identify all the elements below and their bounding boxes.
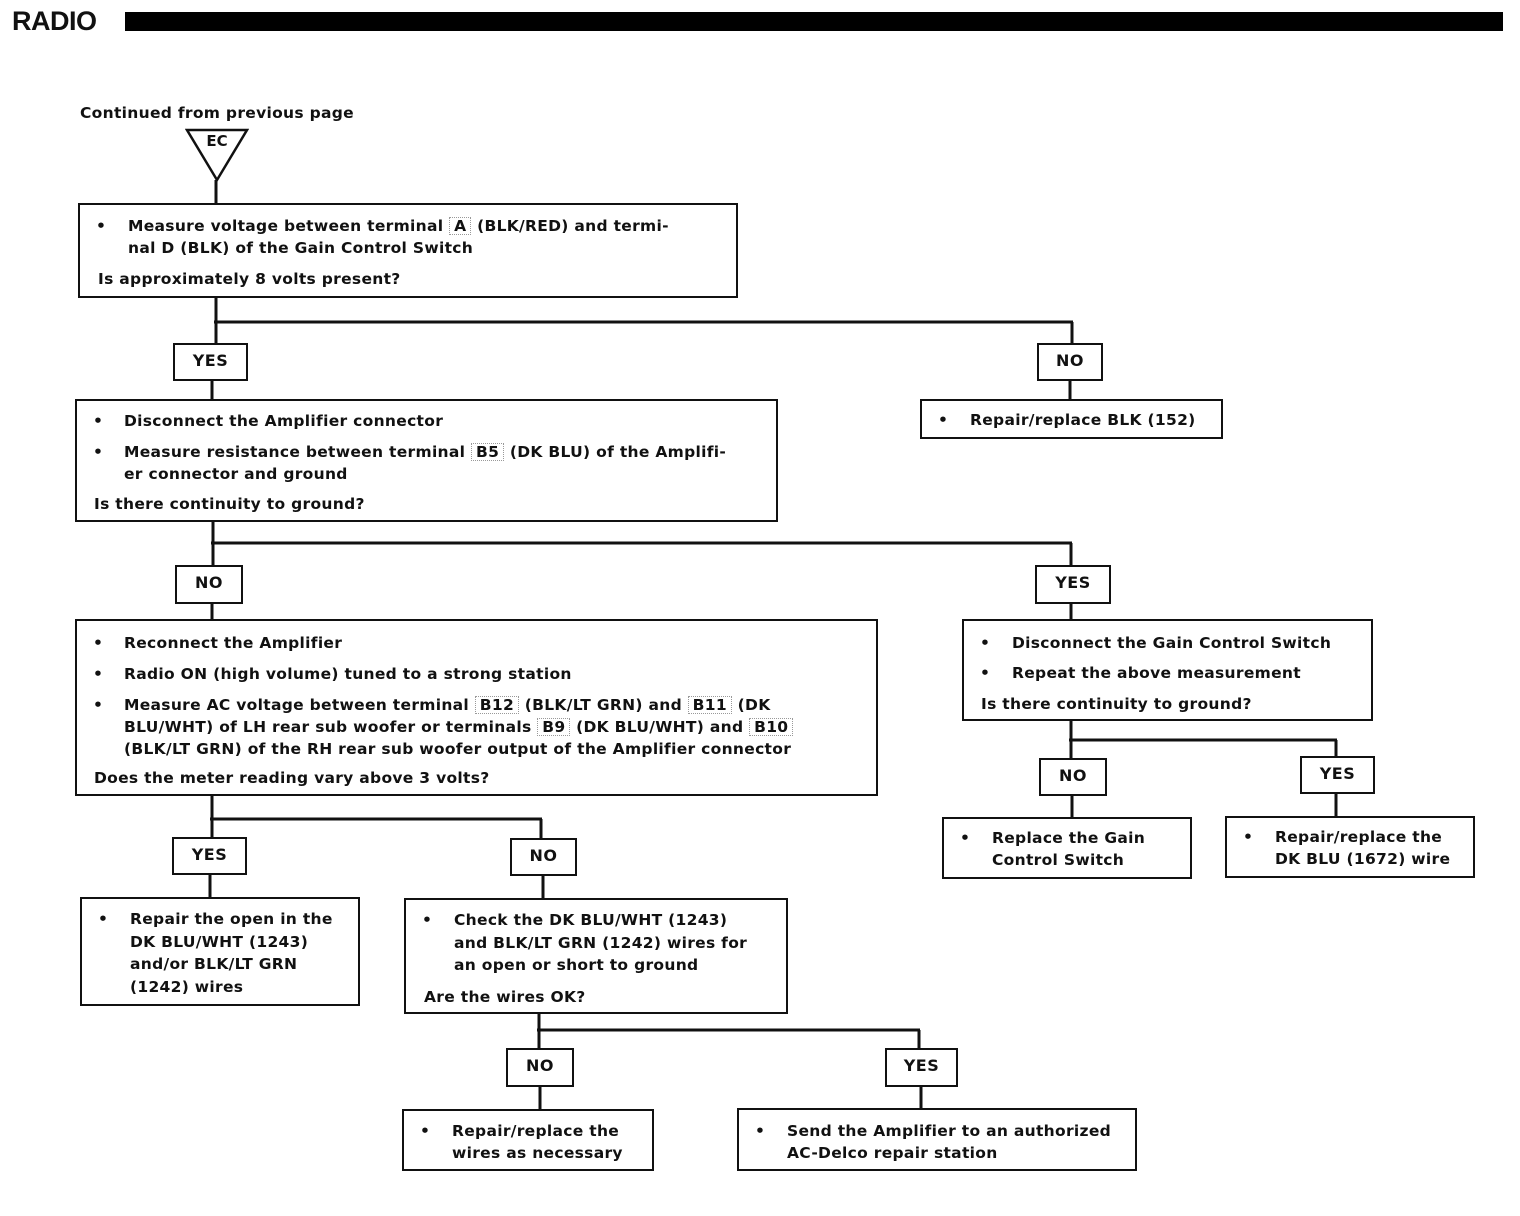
question: Are the wires OK? bbox=[424, 988, 586, 1006]
terminal-label: B11 bbox=[687, 696, 732, 714]
question: Is there continuity to ground? bbox=[981, 695, 1252, 713]
gain-switch-disconnect-box: • Disconnect the Gain Control Switch • R… bbox=[962, 619, 1373, 721]
terminal-label: A bbox=[449, 217, 472, 235]
answer-no: NO bbox=[1037, 343, 1103, 381]
answer-no: NO bbox=[510, 838, 577, 876]
header-bar bbox=[125, 12, 1503, 31]
continued-text: Continued from previous page bbox=[80, 104, 354, 122]
send-amplifier-box: • Send the Amplifier to an authorized AC… bbox=[737, 1108, 1137, 1171]
answer-yes: YES bbox=[172, 837, 247, 875]
amplifier-resistance-box: • Disconnect the Amplifier connector • M… bbox=[75, 399, 778, 522]
bullet: • bbox=[96, 217, 107, 235]
check-gain-switch-voltage-box: • Measure voltage between terminal A (BL… bbox=[78, 203, 738, 298]
repair-dk-blu-wire-box: • Repair/replace the DK BLU (1672) wire bbox=[1225, 816, 1475, 878]
terminal-label: B12 bbox=[474, 696, 520, 714]
repair-open-wires-box: • Repair the open in the DK BLU/WHT (124… bbox=[80, 897, 360, 1006]
check-wires-box: • Check the DK BLU/WHT (1243) and BLK/LT… bbox=[404, 898, 788, 1014]
terminal-label: B10 bbox=[749, 718, 794, 736]
repair-blk-box: • Repair/replace BLK (152) bbox=[920, 399, 1223, 439]
answer-yes: YES bbox=[173, 343, 248, 381]
question: Is there continuity to ground? bbox=[94, 495, 365, 513]
answer-yes: YES bbox=[1300, 756, 1375, 794]
off-page-connector bbox=[185, 128, 249, 183]
answer-no: NO bbox=[175, 565, 243, 604]
answer-no: NO bbox=[506, 1048, 574, 1087]
ac-voltage-box: • Reconnect the Amplifier • Radio ON (hi… bbox=[75, 619, 878, 796]
answer-yes: YES bbox=[885, 1048, 958, 1087]
connector-label: EC bbox=[206, 132, 228, 150]
answer-yes: YES bbox=[1035, 565, 1111, 604]
page-title: RADIO bbox=[12, 6, 97, 36]
repair-wires-box: • Repair/replace the wires as necessary bbox=[402, 1109, 654, 1171]
answer-no: NO bbox=[1039, 758, 1107, 796]
question: Does the meter reading vary above 3 volt… bbox=[94, 769, 490, 787]
terminal-label: B5 bbox=[470, 443, 505, 461]
terminal-label: B9 bbox=[537, 718, 571, 736]
replace-gain-switch-box: • Replace the Gain Control Switch bbox=[942, 817, 1192, 879]
question: Is approximately 8 volts present? bbox=[98, 270, 401, 288]
